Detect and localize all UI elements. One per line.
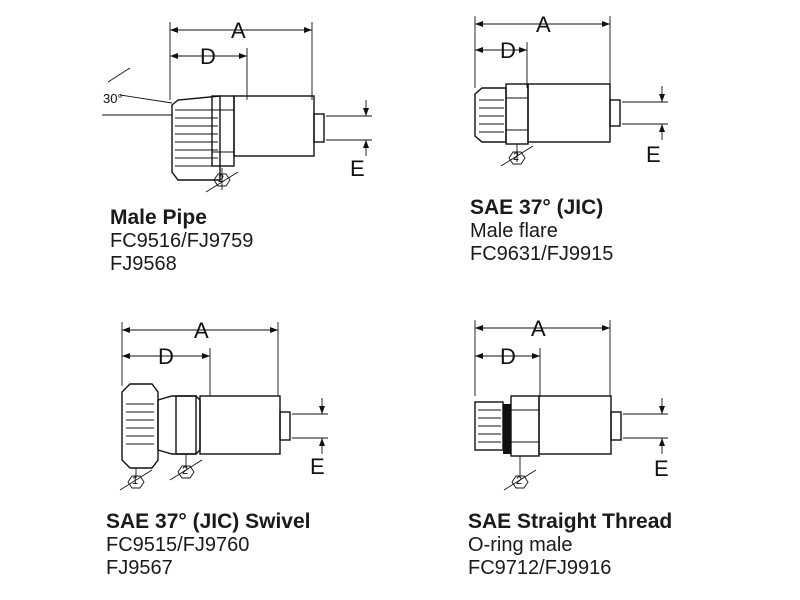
part-numbers-line-1: FC9515/FJ9760: [106, 534, 250, 557]
fitting-title: SAE 37° (JIC): [470, 196, 604, 219]
sae-straight-thread-caption: SAE Straight Thread O-ring male FC9712/F…: [468, 510, 672, 580]
angle-label: 30°: [103, 91, 123, 106]
fitting-sae-37-jic: A D E 2 SAE 37° (JIC) Male flare FC9631/…: [400, 0, 800, 300]
dimension-e-label: E: [350, 156, 365, 181]
description-line: O-ring male: [468, 534, 573, 557]
dimension-e-label: E: [646, 142, 661, 167]
part-numbers-line: FC9712/FJ9916: [468, 557, 612, 580]
fitting-sae-37-jic-swivel: A D E 1 2 SAE 37° (JIC) Swivel FC9515/FJ…: [0, 300, 400, 600]
fitting-title: SAE 37° (JIC) Swivel: [106, 510, 311, 533]
dimension-a-label: A: [531, 316, 546, 341]
dimension-d-label: D: [158, 344, 174, 369]
dimension-a-label: A: [194, 318, 209, 343]
sae-37-jic-swivel-drawing: [119, 322, 328, 491]
hex-marker-label: 2: [513, 151, 520, 163]
hex-marker-1-label: 1: [132, 475, 139, 487]
part-numbers-line: FC9631/FJ9915: [470, 243, 614, 266]
sae-37-jic-drawing: [474, 16, 668, 167]
hex-marker-2-label: 2: [182, 465, 189, 477]
male-pipe-caption: Male Pipe FC9516/FJ9759 FJ9568: [110, 206, 253, 276]
dimension-d-label: D: [500, 344, 516, 369]
dimension-e-label: E: [310, 454, 325, 479]
fitting-title: SAE Straight Thread: [468, 510, 673, 533]
dimension-a-label: A: [536, 12, 551, 37]
hex-marker-label: 2: [218, 173, 225, 185]
description-line: Male flare: [470, 220, 558, 243]
part-numbers-line-2: FJ9568: [110, 253, 177, 276]
fitting-sae-straight-thread: A D E 2 SAE Straight Thread O-ring male …: [400, 300, 800, 600]
dimension-a-label: A: [231, 18, 246, 43]
sae-straight-thread-drawing: [474, 320, 668, 491]
hex-marker-label: 2: [516, 475, 523, 487]
part-numbers-line-1: FC9516/FJ9759: [110, 230, 254, 253]
fitting-title: Male Pipe: [110, 206, 207, 229]
part-numbers-line-2: FJ9567: [106, 557, 173, 580]
dimension-d-label: D: [200, 44, 216, 69]
dimension-d-label: D: [500, 38, 516, 63]
dimension-e-label: E: [654, 456, 669, 481]
sae-37-jic-caption: SAE 37° (JIC) Male flare FC9631/FJ9915: [470, 196, 613, 266]
sae-37-jic-swivel-caption: SAE 37° (JIC) Swivel FC9515/FJ9760 FJ956…: [106, 510, 310, 580]
fitting-male-pipe: A D E 30° 2 Male Pipe FC9516/FJ9759 FJ95…: [0, 0, 400, 300]
male-pipe-drawing: [102, 22, 372, 193]
